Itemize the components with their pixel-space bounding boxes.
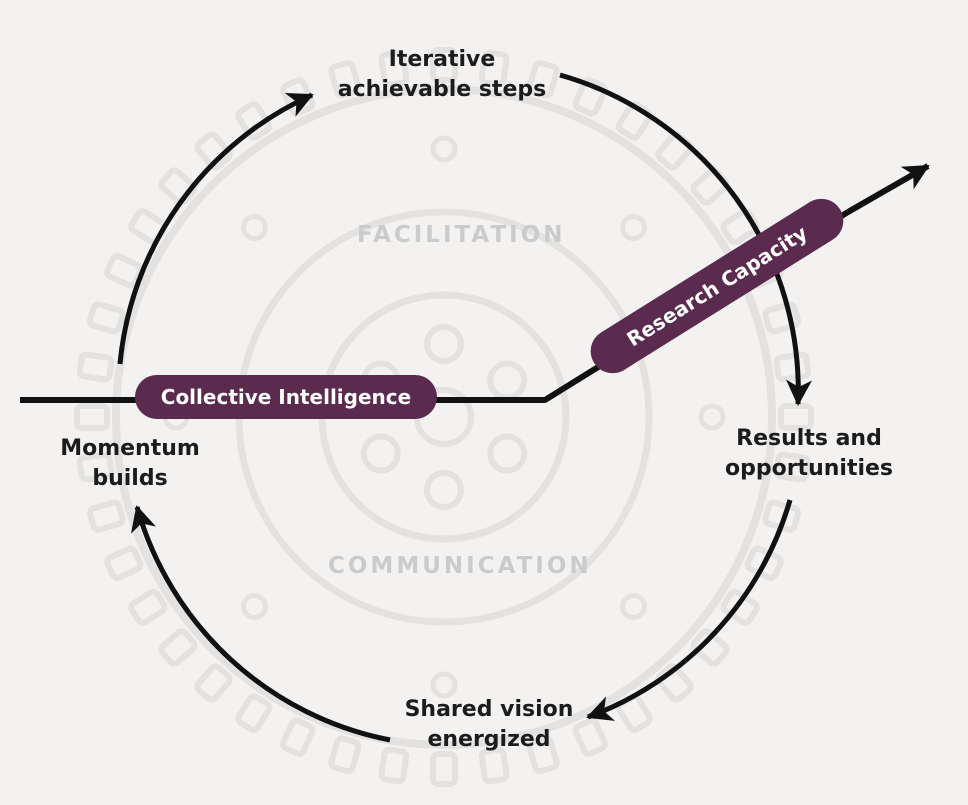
gear-tooth [378, 746, 410, 785]
arrow-vision-to-momentum [131, 505, 391, 743]
gear-hole [424, 324, 464, 364]
label-vision-line1: Shared vision [404, 697, 574, 722]
gear-hole [360, 433, 401, 474]
gear-tooth [690, 628, 730, 667]
gear-tooth [690, 167, 730, 206]
gear-tooth [158, 628, 198, 667]
gear-tooth [158, 167, 198, 206]
gear-dot [620, 214, 647, 241]
arrow-steps-to-results [559, 72, 812, 406]
gear-hole [487, 360, 528, 401]
label-iterative-line2: achievable steps [337, 77, 547, 102]
growth-arrow [846, 163, 930, 215]
gear-dot [698, 403, 726, 431]
label-momentum-line2: builds [92, 466, 168, 491]
label-iterative-steps: Iterative achievable steps [322, 45, 562, 105]
gear-tooth [235, 101, 273, 141]
gear-tooth [478, 746, 510, 785]
gear-tooth [572, 717, 608, 757]
gear-tooth [773, 451, 812, 483]
gear-tooth [104, 545, 144, 581]
gear-tooth [328, 735, 362, 775]
gear-dot [620, 593, 647, 620]
gear-tooth [762, 301, 802, 335]
label-shared-vision: Shared vision energized [380, 695, 598, 755]
gear-tooth [194, 131, 233, 171]
gear-tooth [572, 77, 608, 117]
gear-tooth [235, 693, 273, 733]
gear-hole [424, 470, 464, 510]
gear-tooth [280, 717, 316, 757]
label-results-opportunities: Results and opportunities [698, 424, 920, 484]
gear-tooth [655, 131, 694, 171]
gear-dot [241, 593, 268, 620]
gear-tooth [615, 101, 653, 141]
label-iterative-line1: Iterative [388, 47, 496, 72]
collective-intelligence-pill: Collective Intelligence [135, 375, 437, 419]
communication-watermark: COMMUNICATION [328, 553, 592, 579]
gear-tooth [86, 499, 126, 533]
label-vision-line2: energized [427, 727, 551, 752]
gear-tooth [526, 59, 560, 99]
label-results-line2: opportunities [724, 456, 894, 481]
gear-outer-ring [112, 85, 776, 749]
gear-dots [162, 135, 726, 699]
gear-tooth [430, 47, 458, 83]
gear-tooth [194, 663, 233, 703]
gear-tooth [76, 351, 115, 383]
gear-tooth [526, 735, 560, 775]
gear-dot [241, 214, 268, 241]
gear-tooth [128, 588, 168, 626]
gear-tooth [720, 208, 760, 246]
facilitation-watermark: FACILITATION [357, 222, 566, 248]
gear-hole [487, 433, 528, 474]
gear-tooth [74, 403, 110, 431]
arrow-momentum-to-steps [117, 92, 314, 365]
gear-tooth [328, 59, 362, 99]
gear-tooth [778, 403, 814, 431]
gear-tooth [128, 208, 168, 246]
gear-tooth [773, 351, 812, 383]
gear-dot [430, 135, 458, 163]
label-momentum-line1: Momentum [60, 436, 200, 461]
gear-teeth [74, 47, 814, 787]
gear-tooth [378, 49, 410, 88]
gear-tooth [86, 301, 126, 335]
arrow-results-to-vision [586, 499, 793, 721]
gear-dot [430, 671, 458, 699]
label-results-line1: Results and [736, 426, 882, 451]
label-momentum-builds: Momentum builds [40, 434, 220, 494]
gear-tooth [76, 451, 115, 483]
gear-tooth [430, 751, 458, 787]
gear-tooth [478, 49, 510, 88]
gear-tooth [655, 663, 694, 703]
